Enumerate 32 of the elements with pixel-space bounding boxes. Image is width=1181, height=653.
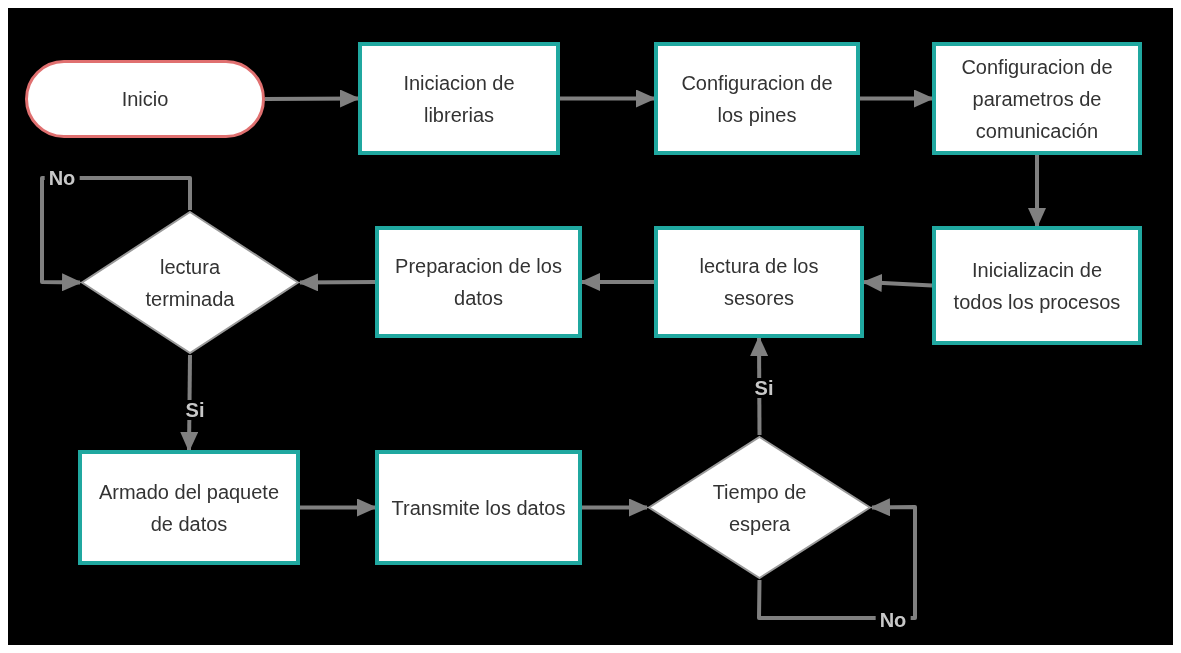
node-label: Inicializacin de todos los procesos — [952, 257, 1122, 315]
decision-diamond — [80, 210, 300, 355]
process-box — [358, 42, 560, 155]
node-label: Tiempo de espera — [711, 479, 808, 537]
node-label: Configuracion de parametros de comunicación — [960, 54, 1114, 144]
node-label: Configuracion de los pines — [680, 70, 834, 128]
arrow — [265, 89, 360, 108]
node-label: Transmite los datos — [391, 495, 566, 521]
node-label: Preparacion de los datos — [394, 254, 563, 311]
node-label: lectura terminada — [144, 254, 236, 312]
node-label: Iniciacion de librerias — [402, 70, 516, 128]
process-box — [375, 226, 582, 338]
arrow — [582, 498, 649, 517]
arrow — [1028, 155, 1046, 228]
decision-diamond — [647, 435, 872, 580]
node-label: lectura de los sesores — [698, 254, 820, 311]
node-label: Armado del paquete de datos — [97, 479, 281, 537]
process-box — [78, 450, 300, 565]
arrow — [860, 89, 934, 108]
arrow — [298, 273, 375, 292]
edge-label: No — [44, 168, 80, 188]
process-box — [932, 42, 1142, 155]
arrow — [40, 176, 192, 292]
process-box — [932, 226, 1142, 345]
node-label: Inicio — [121, 87, 169, 112]
process-box — [375, 450, 582, 565]
arrow — [560, 89, 656, 108]
process-box — [654, 42, 860, 155]
arrow — [757, 498, 917, 620]
edge-label: No — [875, 610, 911, 630]
process-box — [654, 226, 864, 338]
arrow — [300, 498, 377, 517]
